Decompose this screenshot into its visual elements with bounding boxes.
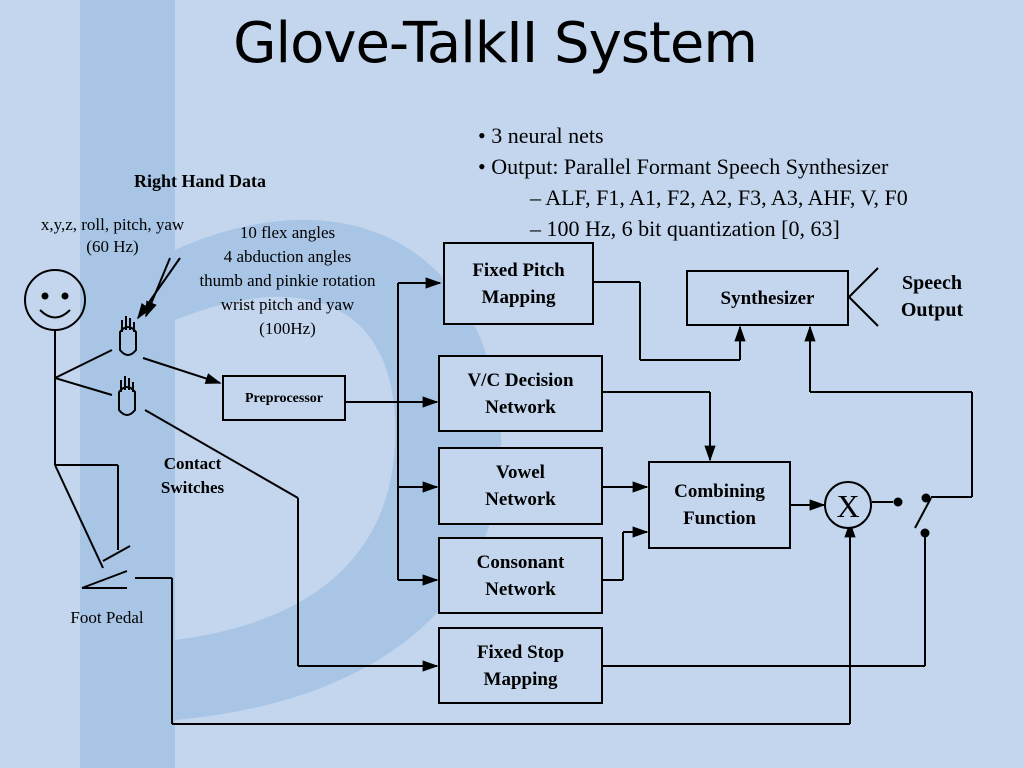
fixed-stop-mapping-box: Fixed Stop Mapping <box>438 627 603 704</box>
multiplier-node <box>824 481 872 529</box>
preprocessor-box: Preprocessor <box>222 375 346 421</box>
flex-angles-label: 10 flex angles 4 abduction angles thumb … <box>180 221 395 341</box>
switch-contact <box>920 528 930 538</box>
flex-line: thumb and pinkie rotation <box>199 271 376 290</box>
flex-line: 10 flex angles <box>239 223 336 242</box>
hand-rate-text: (60 Hz) <box>86 237 139 256</box>
box-label: Synthesizer <box>720 287 815 309</box>
box-label: V/C Decision Network <box>467 369 574 418</box>
fixed-pitch-mapping-box: Fixed Pitch Mapping <box>443 242 594 325</box>
box-label: Fixed Pitch Mapping <box>472 259 565 308</box>
hand-icon <box>119 316 137 356</box>
foot-pedal-icon <box>81 570 128 589</box>
vc-decision-network-box: V/C Decision Network <box>438 355 603 432</box>
box-label: Vowel Network <box>485 462 556 510</box>
hand-coords-label: x,y,z, roll, pitch, yaw (60 Hz) <box>20 214 205 258</box>
switch-contact <box>921 493 931 503</box>
consonant-network-box: Consonant Network <box>438 537 603 614</box>
synthesizer-box: Synthesizer <box>686 270 849 326</box>
bullet-item: • 3 neural nets <box>478 123 604 148</box>
foot-pedal-label: Foot Pedal <box>70 608 144 627</box>
box-label: Combining Function <box>674 481 765 529</box>
slide-title: Glove-TalkII System <box>233 11 758 76</box>
hand-icon <box>118 376 136 416</box>
box-label: Fixed Stop Mapping <box>476 641 565 690</box>
sub-bullet-item: – 100 Hz, 6 bit quantization [0, 63] <box>530 216 840 241</box>
sub-bullet-item: – ALF, F1, A1, F2, A2, F3, A3, AHF, V, F… <box>530 185 908 210</box>
flex-line: wrist pitch and yaw <box>220 295 355 314</box>
vowel-network-box: Vowel Network <box>438 447 603 525</box>
hand-coords-text: x,y,z, roll, pitch, yaw <box>40 215 185 234</box>
box-label: Preprocessor <box>244 390 323 406</box>
switch-contact <box>893 497 903 507</box>
speech-output-label: Speech Output <box>900 272 964 321</box>
contact-switches-label: Contact Switches <box>160 454 225 497</box>
bullet-item: • Output: Parallel Formant Speech Synthe… <box>478 154 889 179</box>
combining-function-box: Combining Function <box>648 461 791 549</box>
flex-line: 4 abduction angles <box>223 247 352 266</box>
stick-figure <box>24 269 131 569</box>
box-label: Consonant Network <box>476 551 565 600</box>
right-hand-data-label: Right Hand Data <box>133 171 267 191</box>
bullet-list: • 3 neural nets • Output: Parallel Forma… <box>478 120 908 244</box>
flex-line: (100Hz) <box>259 319 316 338</box>
multiplier-symbol: X <box>836 488 859 524</box>
